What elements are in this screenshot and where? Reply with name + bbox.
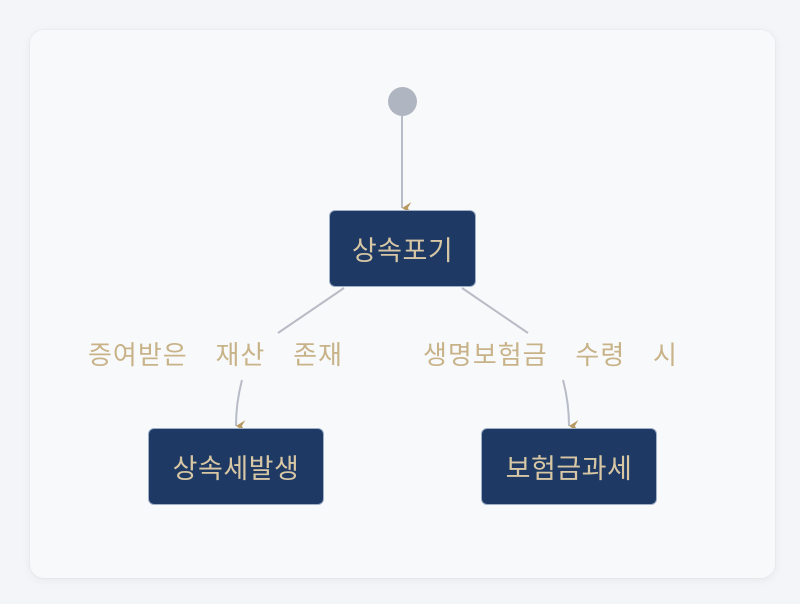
edge-label-life-insurance: 생명보험금 수령 시 [423, 339, 678, 373]
node-insurance-tax[interactable]: 보험금과세 [481, 428, 657, 505]
edge-label-gift-property: 증여받은 재산 존재 [88, 339, 343, 373]
node-inheritance-tax[interactable]: 상속세발생 [148, 428, 324, 505]
node-label: 상속포기 [351, 236, 454, 267]
start-state-node [388, 87, 417, 116]
node-label: 보험금과세 [505, 454, 633, 485]
node-label: 상속세발생 [172, 454, 300, 485]
node-renounce-inheritance[interactable]: 상속포기 [329, 210, 476, 287]
